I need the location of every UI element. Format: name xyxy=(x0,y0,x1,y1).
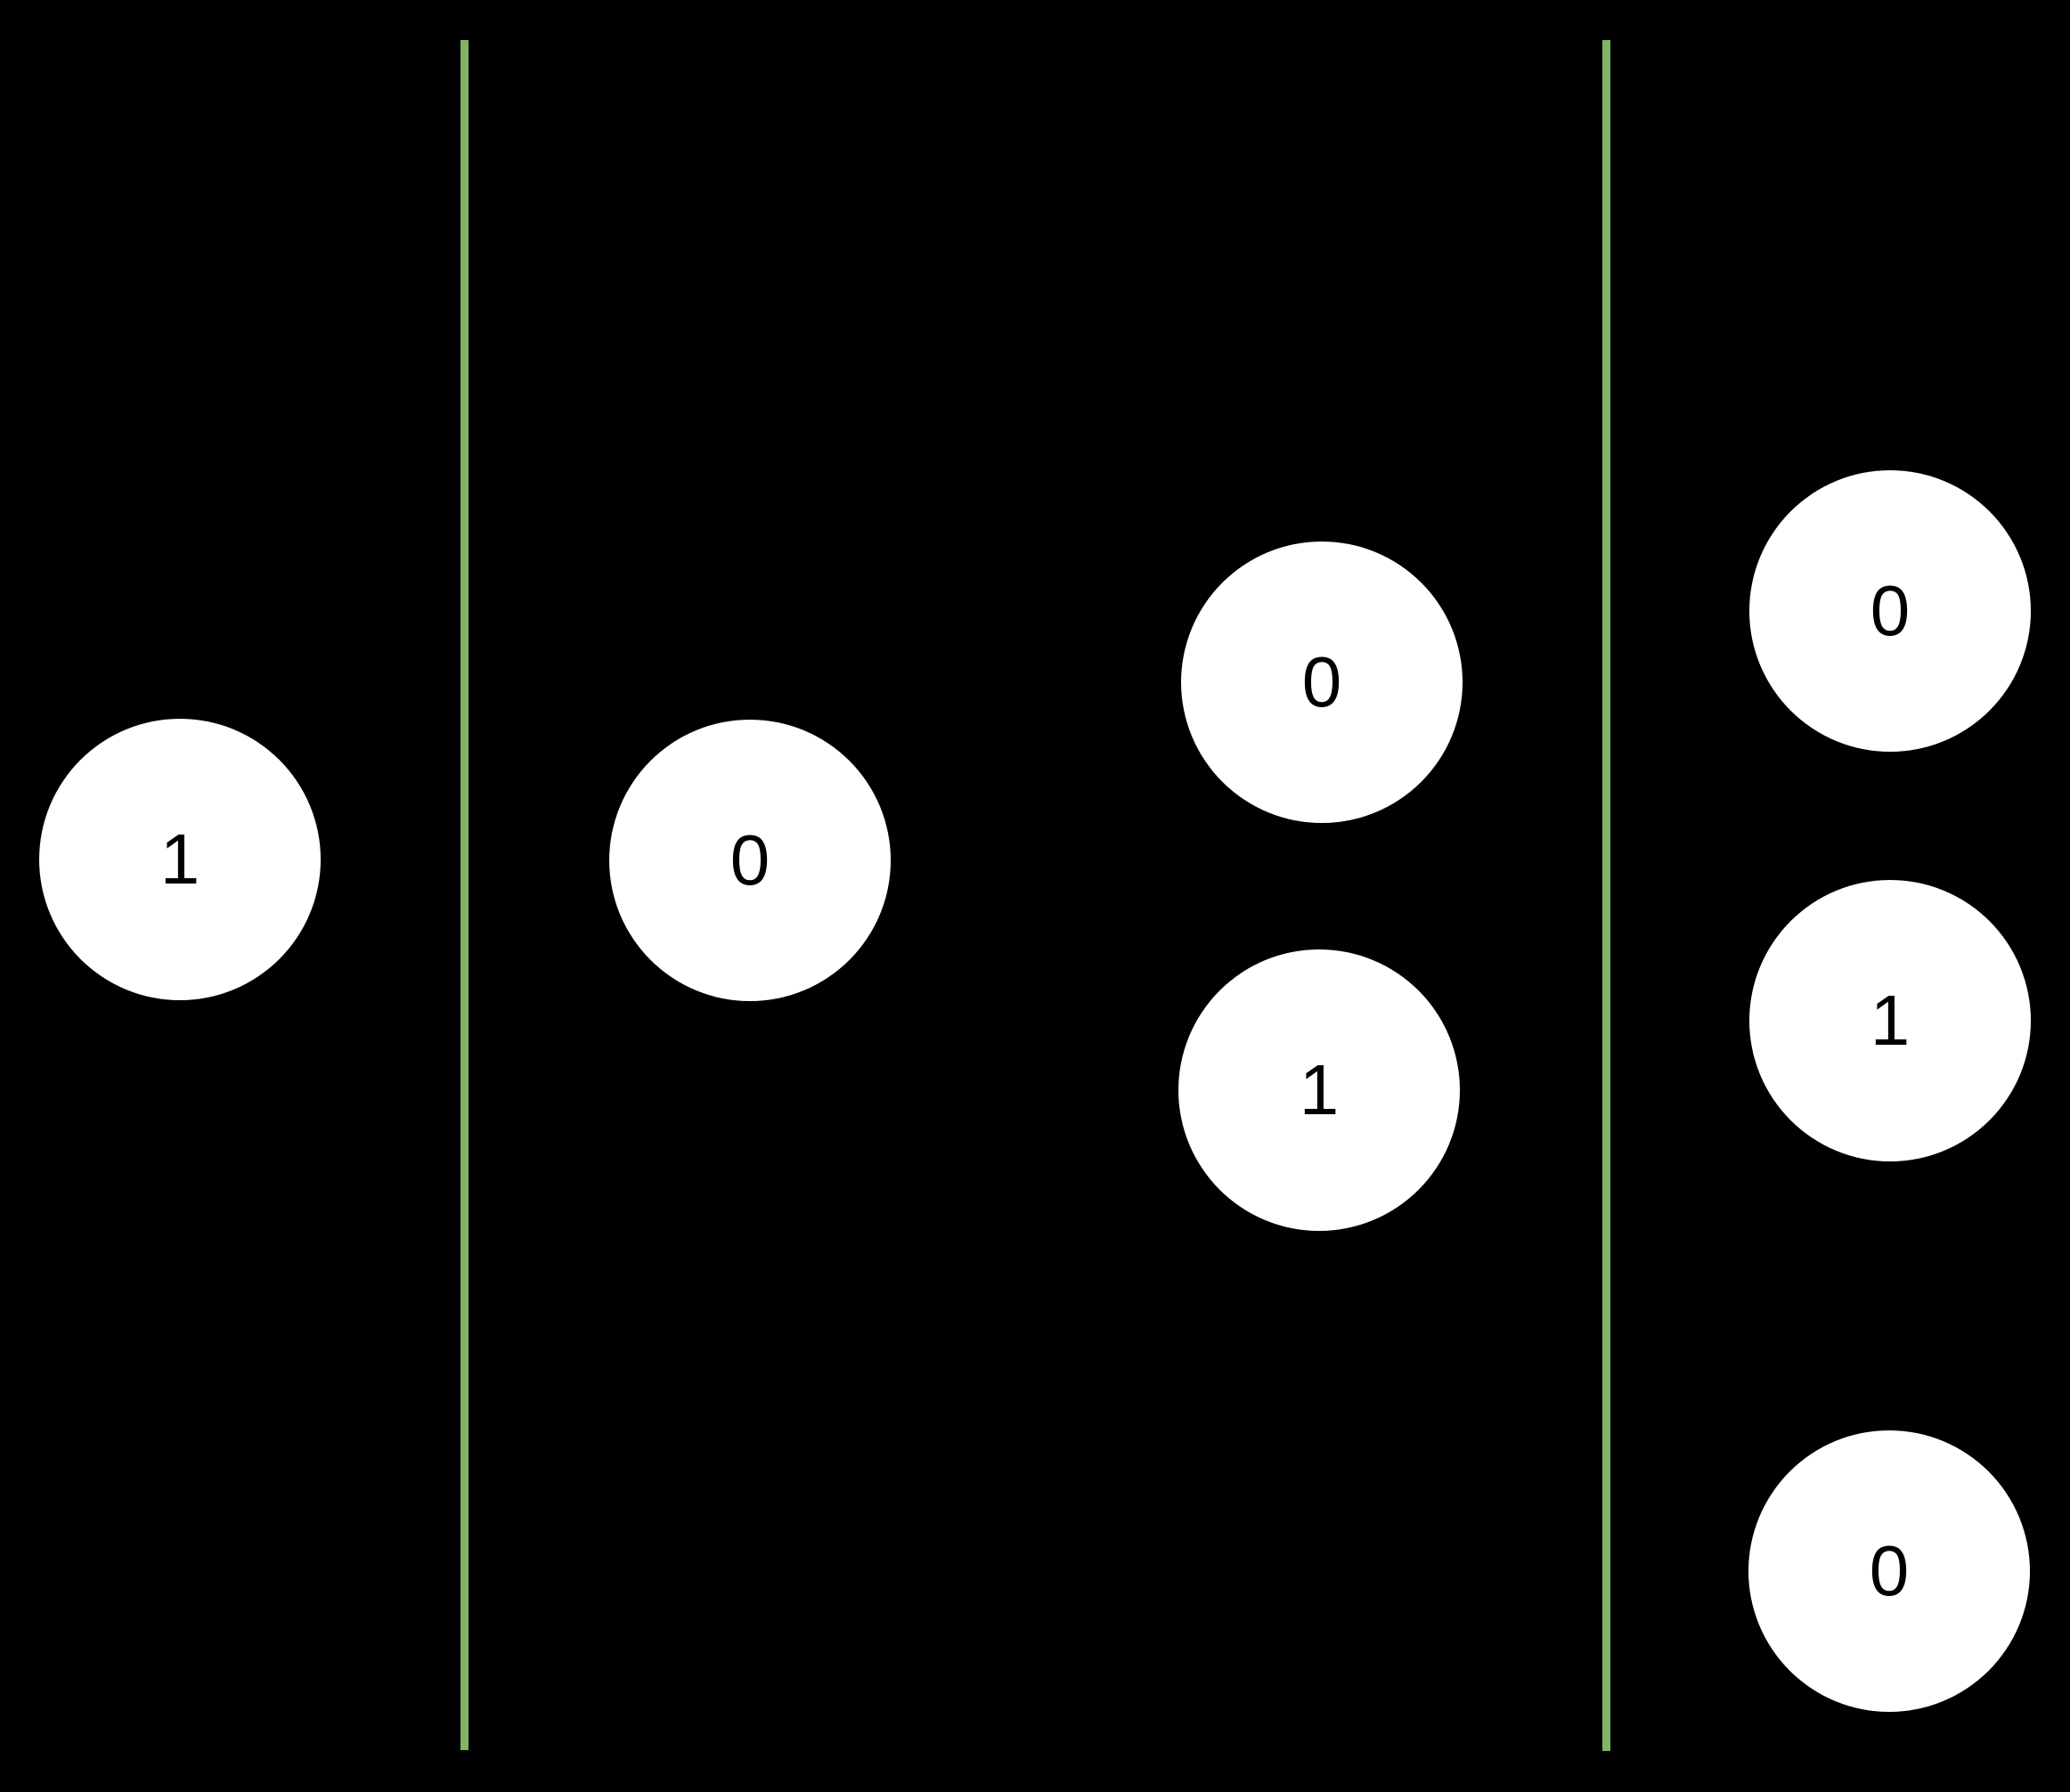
node-label: 1 xyxy=(159,819,200,899)
node-circle-a[interactable]: 1 xyxy=(39,719,321,1000)
node-circle-f[interactable]: 1 xyxy=(1749,880,2031,1161)
node-label: 0 xyxy=(1870,571,1911,650)
node-circle-e[interactable]: 0 xyxy=(1749,470,2031,752)
node-circle-g[interactable]: 0 xyxy=(1748,1430,2030,1712)
node-circle-c[interactable]: 0 xyxy=(1181,542,1463,823)
node-label: 0 xyxy=(1301,642,1342,721)
node-label: 0 xyxy=(1869,1531,1910,1610)
separator-line-2 xyxy=(1602,40,1610,1751)
node-circle-d[interactable]: 1 xyxy=(1178,949,1460,1231)
separator-line-1 xyxy=(460,40,469,1750)
node-circle-b[interactable]: 0 xyxy=(609,720,891,1001)
node-label: 0 xyxy=(729,820,770,900)
node-label: 1 xyxy=(1870,981,1911,1060)
node-label: 1 xyxy=(1299,1050,1340,1129)
